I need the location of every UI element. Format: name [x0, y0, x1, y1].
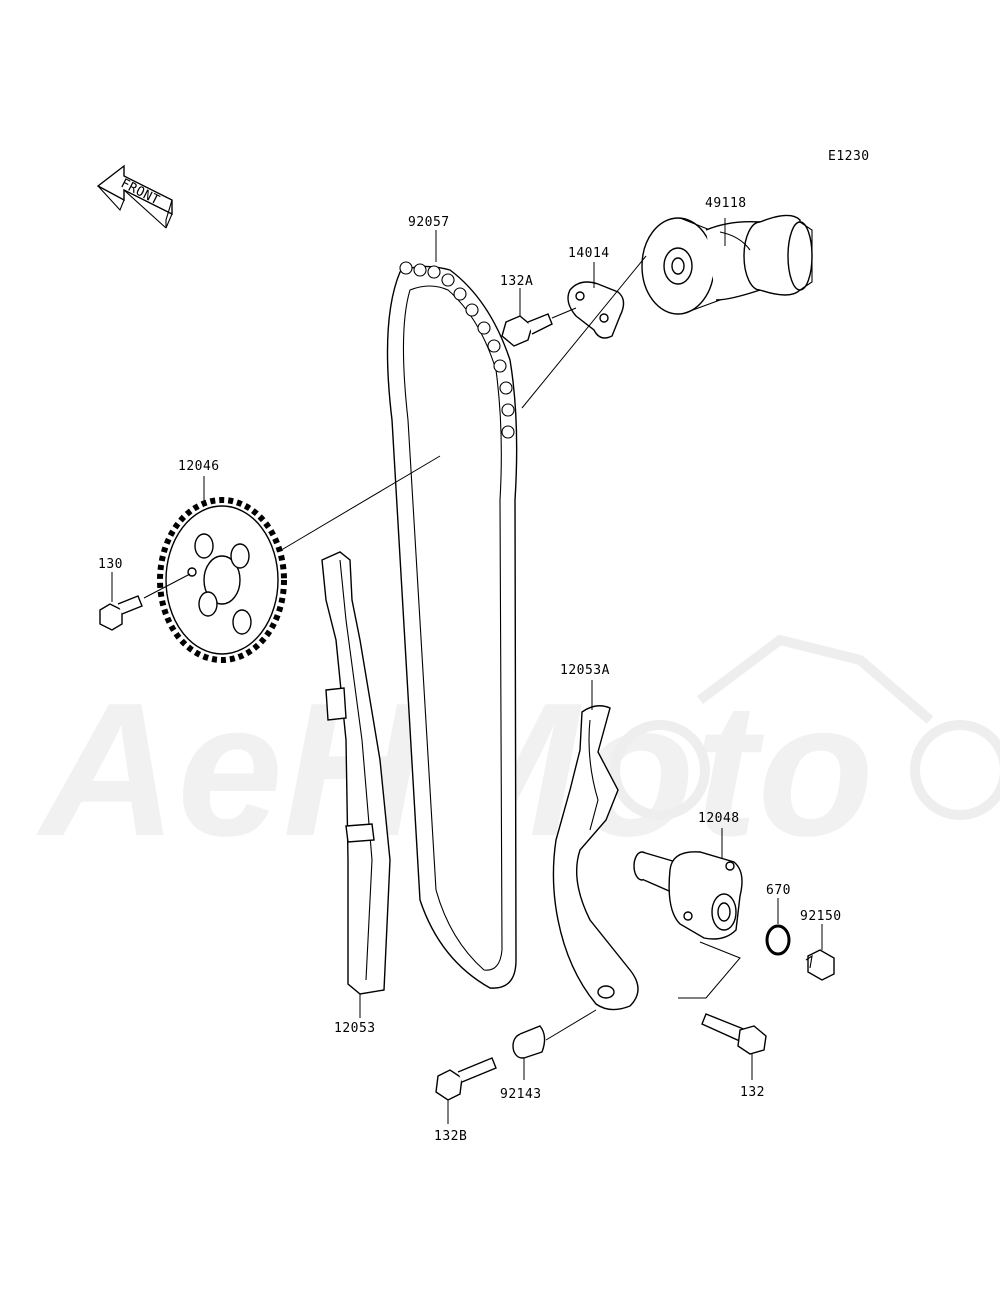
cam-sprocket [157, 476, 287, 663]
label-12053: 12053 [334, 1021, 376, 1036]
label-132b: 132B [434, 1129, 467, 1144]
label-14014: 14014 [568, 246, 610, 261]
bolt-92150 [805, 924, 835, 981]
label-132a: 132A [500, 274, 533, 289]
chain-guide-front [552, 680, 639, 1011]
label-92150: 92150 [800, 909, 842, 924]
collar-92143 [512, 1009, 597, 1080]
camshaft [641, 214, 813, 315]
label-670: 670 [766, 883, 791, 898]
chain-tensioner [633, 828, 743, 940]
label-92057: 92057 [408, 215, 450, 230]
o-ring-670 [765, 898, 791, 956]
bolt-130 [99, 572, 191, 631]
label-12046: 12046 [178, 459, 220, 474]
bolt-132b [435, 1057, 497, 1124]
label-49118: 49118 [705, 196, 747, 211]
diagram-code: E1230 [828, 149, 870, 164]
front-arrow-icon: FRONT [96, 164, 173, 229]
bolt-132 [701, 1013, 767, 1080]
label-92143: 92143 [500, 1087, 542, 1102]
bolt-132a [501, 288, 577, 347]
label-130: 130 [98, 557, 123, 572]
front-label: FRONT [118, 176, 162, 208]
label-132: 132 [740, 1085, 765, 1100]
watermark: AeHMoto [36, 634, 1000, 876]
chain-guide-rear [321, 551, 391, 1018]
cam-plate [567, 262, 625, 339]
cam-chain [386, 230, 518, 989]
label-12053a: 12053A [560, 663, 610, 678]
label-12048: 12048 [698, 811, 740, 826]
